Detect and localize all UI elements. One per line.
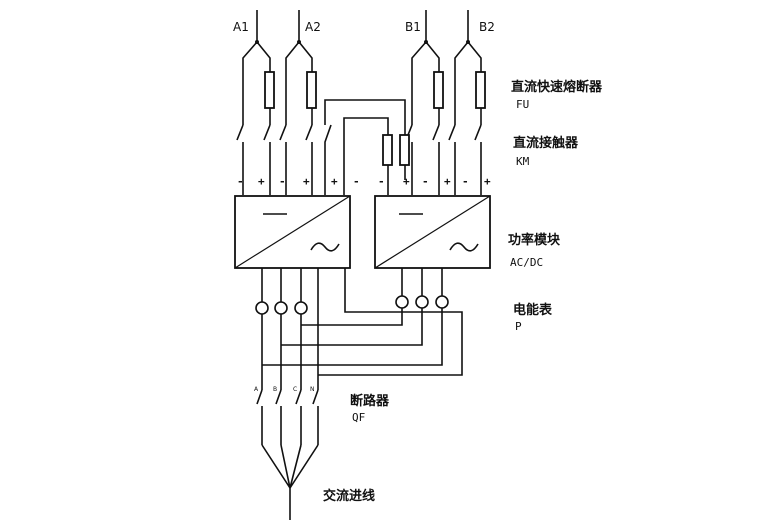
fuse-name-label: 直流快速熔断器 <box>511 79 603 95</box>
polarity-plus: + <box>403 175 410 188</box>
polarity-minus: - <box>353 175 360 188</box>
ac-input-label: 交流进线 <box>323 488 375 504</box>
power-module-code-label: AC/DC <box>510 256 543 269</box>
circuit-breaker: A B C N <box>254 386 319 445</box>
polarity-plus: + <box>303 175 310 188</box>
crosslink-fuse-1-icon <box>382 134 393 166</box>
output-pair-b2 <box>448 10 486 195</box>
polarity-minus: - <box>462 175 469 188</box>
polarity-plus: + <box>484 175 491 188</box>
breaker-phase-a: A <box>254 386 259 393</box>
meter-ring-icon <box>415 295 429 309</box>
meter-ring-icon <box>294 301 308 315</box>
cross-link <box>324 99 410 195</box>
polarity-plus: + <box>331 175 338 188</box>
meter-ring-icon <box>435 295 449 309</box>
fuse-code-label: FU <box>516 98 529 111</box>
power-module-right <box>374 195 491 269</box>
meter-code-label: P <box>515 320 522 333</box>
fuse-b2-icon <box>475 71 486 109</box>
energy-meters <box>255 295 449 315</box>
breaker-phase-c: C <box>293 386 297 393</box>
polarity-minus: - <box>279 175 286 188</box>
meter-ring-icon <box>395 295 409 309</box>
polarity-minus: - <box>422 175 429 188</box>
crosslink-fuse-2-icon <box>399 134 410 166</box>
output-pair-b1 <box>405 10 444 195</box>
terminal-b2-label: B2 <box>479 20 495 34</box>
ac-lines <box>261 268 463 390</box>
terminal-a2-label: A2 <box>305 20 321 34</box>
polarity-marks: - + - + + - - + - + - + <box>237 175 491 188</box>
output-pair-a2 <box>279 10 317 195</box>
polarity-plus: + <box>444 175 451 188</box>
power-module-name-label: 功率模块 <box>508 232 561 248</box>
fuse-a1-icon <box>264 71 275 109</box>
contactor-code-label: KM <box>516 155 530 168</box>
fuse-a2-icon <box>306 71 317 109</box>
output-pair-a1 <box>236 10 275 195</box>
power-module-left <box>234 195 351 269</box>
polarity-minus: - <box>237 175 244 188</box>
meter-name-label: 电能表 <box>513 302 553 318</box>
breaker-phase-n: N <box>310 386 315 393</box>
polarity-minus: - <box>378 175 385 188</box>
breaker-name-label: 断路器 <box>350 393 390 409</box>
polarity-plus: + <box>258 175 265 188</box>
breaker-code-label: QF <box>352 411 365 424</box>
fuse-b1-icon <box>433 71 444 109</box>
ac-input-feed <box>261 444 319 520</box>
breaker-phase-b: B <box>273 386 277 393</box>
terminal-a1-label: A1 <box>233 20 249 34</box>
meter-ring-icon <box>255 301 269 315</box>
meter-ring-icon <box>274 301 288 315</box>
contactor-name-label: 直流接触器 <box>513 135 579 151</box>
terminal-b1-label: B1 <box>405 20 421 34</box>
